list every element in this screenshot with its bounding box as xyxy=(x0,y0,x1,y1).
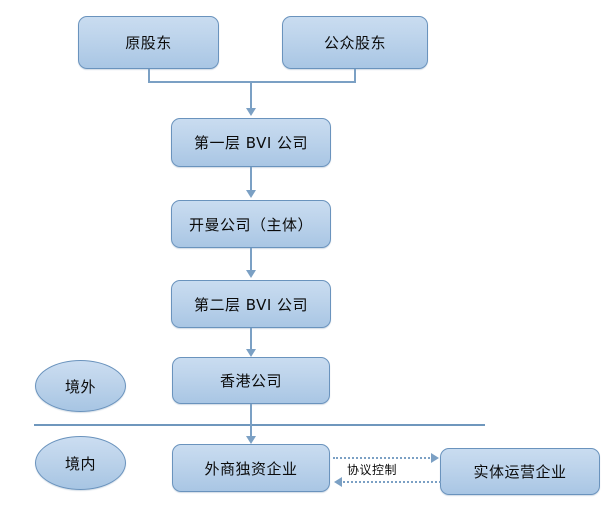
arrowhead-to-bvi1-icon xyxy=(246,108,256,116)
node-original-shareholders[interactable]: 原股东 xyxy=(78,16,219,69)
node-label: 香港公司 xyxy=(219,372,282,390)
node-label: 第一层 BVI 公司 xyxy=(193,134,309,152)
zone-label: 境内 xyxy=(64,454,96,473)
node-label: 原股东 xyxy=(125,34,172,52)
node-bvi-tier2[interactable]: 第二层 BVI 公司 xyxy=(171,280,331,328)
node-label: 开曼公司（主体） xyxy=(188,215,313,234)
arrowhead-to-hongkong-icon xyxy=(246,349,256,357)
arrowhead-agreement-control-reverse-icon xyxy=(334,477,342,487)
node-label: 第二层 BVI 公司 xyxy=(193,295,309,314)
arrowhead-agreement-control-forward-icon xyxy=(431,453,439,463)
connector-shareholders-bus xyxy=(148,81,356,83)
zone-label: 境外 xyxy=(64,377,96,396)
arrowhead-to-bvi2-icon xyxy=(246,270,256,278)
connector-cayman-to-bvi2 xyxy=(250,248,252,272)
node-public-shareholders[interactable]: 公众股东 xyxy=(282,16,428,69)
connector-bus-to-bvi1 xyxy=(250,81,252,110)
offshore-onshore-divider xyxy=(34,424,485,426)
node-label: 公众股东 xyxy=(323,34,386,52)
connector-agreement-control-reverse xyxy=(343,481,441,483)
node-bvi-tier1[interactable]: 第一层 BVI 公司 xyxy=(171,118,331,167)
node-operating-entity[interactable]: 实体运营企业 xyxy=(440,448,600,495)
connector-bvi1-to-cayman xyxy=(250,167,252,192)
node-wfoe[interactable]: 外商独资企业 xyxy=(172,444,330,492)
arrowhead-to-wfoe-icon xyxy=(246,436,256,444)
arrowhead-to-cayman-icon xyxy=(246,190,256,198)
edge-label-agreement-control: 协议控制 xyxy=(345,461,400,478)
connector-public-shareholders-drop xyxy=(354,69,356,83)
node-hongkong[interactable]: 香港公司 xyxy=(172,357,330,404)
node-label: 实体运营企业 xyxy=(473,463,567,481)
zone-offshore[interactable]: 境外 xyxy=(35,360,126,412)
connector-original-shareholders-drop xyxy=(148,69,150,83)
connector-hongkong-to-wfoe xyxy=(250,404,252,438)
node-label: 外商独资企业 xyxy=(204,459,298,478)
zone-onshore[interactable]: 境内 xyxy=(35,436,126,490)
node-cayman[interactable]: 开曼公司（主体） xyxy=(171,200,331,248)
connector-bvi2-to-hongkong xyxy=(250,328,252,351)
connector-agreement-control-forward xyxy=(333,457,433,459)
